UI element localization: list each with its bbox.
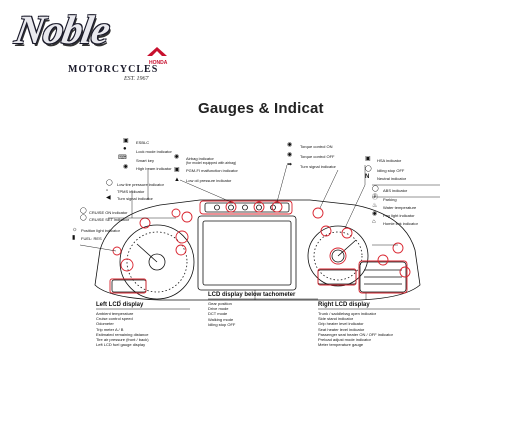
cruise-set-icon: ◯ (80, 215, 87, 221)
label-airbag: Airbag indicator (186, 156, 214, 161)
lock-icon: ▣ (123, 138, 129, 144)
list-item: Left LCD fuel gauge display (96, 342, 146, 348)
label-turn-signal-right: Turn signal indicator (300, 164, 336, 169)
label-turn-signal-left: Turn signal indicator (117, 196, 153, 201)
speedometer-dial (119, 224, 195, 300)
page-title: Gauges & Indicat (198, 100, 324, 117)
label-tpms: TPMS indicator (117, 189, 145, 194)
list-item: Tire air pressure (front / back) (96, 337, 149, 343)
home-link-icon: ⌂ (372, 219, 376, 225)
label-abs: ABS indicator (383, 188, 408, 193)
list-item: Side stand indicator (318, 316, 354, 322)
list-item: Ambient temperature (96, 311, 134, 316)
indicator-strip (204, 202, 290, 213)
list-item: Gear position (208, 301, 232, 306)
list-item: DCT mode (208, 311, 228, 317)
parking-icon: Ⓟ (372, 195, 379, 201)
list-item: Idling stop OFF (208, 321, 236, 327)
turn-signal-right-icon: ➡ (287, 162, 293, 168)
label-water-temp: Water temperature (383, 205, 417, 210)
list-item: Odometer (96, 321, 114, 327)
label-fog-light: Fog light indicator (383, 213, 415, 218)
list-item: Estimated remaining distance (96, 331, 149, 337)
list-item: Cruise control speed (96, 316, 133, 322)
torque-off-icon: ◉ (287, 152, 293, 158)
list-item: Drive mode (208, 306, 229, 312)
label-torque-off: Torque control OFF (300, 154, 335, 159)
label-low-tire-pressure: Low tire pressure indicator (117, 182, 164, 187)
label-smart-key: Smart key (136, 158, 155, 163)
label-low-oil: Low oil pressure indicator (186, 178, 232, 183)
logo-subtitle: MOTORCYCLES (68, 64, 159, 75)
oil-can-icon: ▲ (174, 177, 180, 183)
label-lock-mode: Lock mode indicator (136, 149, 172, 154)
label-high-beam: High beam indicator (136, 166, 172, 171)
label-torque-on: Torque control ON (300, 144, 333, 149)
tpms-icon: ▫ (106, 188, 109, 194)
fog-light-icon: ◉ (372, 211, 378, 217)
label-idling-stop: Idling stop OFF (377, 168, 405, 173)
label-neutral: Neutral indicator (377, 176, 407, 181)
label-home-link: Homie link indicator (383, 221, 418, 226)
honda-wing-icon (147, 47, 167, 56)
list-item: Passenger seat heater ON / OFF indicator (318, 331, 393, 337)
list-item: Grip heater level indicator (318, 321, 364, 327)
list-item: Meter temperature gauge (318, 342, 364, 348)
hsa-icon: ▣ (365, 156, 371, 162)
label-parking: Parking (383, 197, 397, 202)
label-cruise-set: CRUISE SET indicator (89, 217, 130, 222)
label-fuel-res: FUEL: RES (81, 236, 102, 241)
tachometer-dial (307, 225, 369, 287)
water-temp-icon: ♨ (372, 203, 378, 209)
center-lcd-title: LCD display below tachometer (208, 292, 296, 298)
list-item: Preload adjust mode indicator (318, 337, 371, 343)
left-lcd-list: Ambient temperature Cruise control speed… (96, 311, 149, 347)
dealer-logo: Noble HONDA MOTORCYCLES EST. 1967 (6, 4, 176, 86)
airbag-icon: ◉ (174, 154, 180, 160)
list-item: Trunk / saddlebag open indicator (318, 311, 377, 316)
label-cruise-on: CRUISE ON indicator (89, 210, 128, 215)
cluster-housing (94, 199, 421, 301)
center-lcd-list: Gear position Drive mode DCT mode Walkin… (208, 301, 235, 327)
list-item: Trip meter A / B (96, 326, 124, 332)
fuel-pump-icon: ▮ (72, 235, 76, 241)
list-item: Seat heater level indicator (318, 326, 365, 332)
right-lcd-list: Trunk / saddlebag open indicator Side st… (318, 311, 393, 347)
cruise-on-icon: ◯ (80, 208, 87, 214)
neutral-icon: N (365, 174, 370, 180)
engine-icon: ▣ (174, 167, 180, 173)
torque-on-icon: ◉ (287, 142, 293, 148)
idling-stop-icon: ◯ (365, 166, 372, 172)
headlight-icon: ◉ (123, 164, 129, 170)
label-position-light: Position light indicator (81, 228, 120, 233)
tire-pressure-icon: ◯ (106, 180, 113, 186)
label-esblc: ESBLC (136, 140, 150, 145)
label-airbag-note: (for model equipped with airbag) (186, 161, 237, 165)
brand-text: HONDA (149, 60, 168, 66)
logo-established: EST. 1967 (124, 76, 149, 82)
left-lcd-title: Left LCD display (96, 302, 144, 308)
smart-key-icon: ⌨ (118, 155, 127, 161)
turn-signal-left-icon: ◀ (106, 195, 111, 201)
abs-icon: ◯ (372, 186, 379, 192)
label-hsa: HSA indicator (377, 158, 402, 163)
label-pgm-fi: PGM-FI malfunction indicator (186, 168, 238, 173)
list-item: Walking mode (208, 316, 234, 322)
position-light-icon: ☼ (72, 227, 78, 233)
right-lcd-title: Right LCD display (318, 302, 370, 308)
center-display (197, 215, 297, 291)
key-icon: ● (123, 146, 127, 152)
